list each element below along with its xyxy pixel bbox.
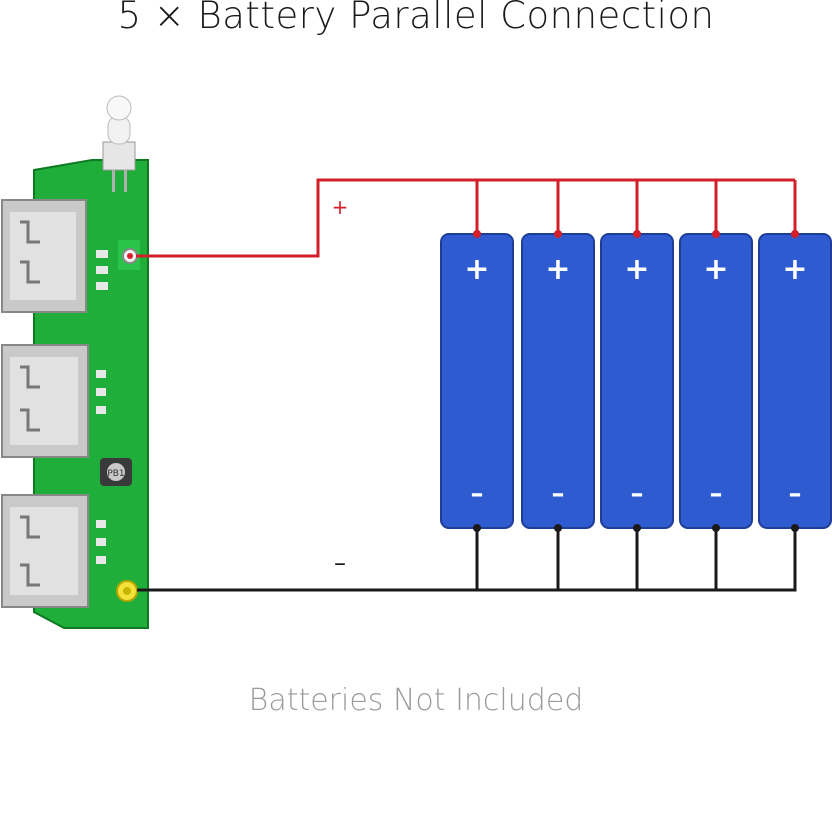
battery-plus-symbol: + xyxy=(624,252,649,287)
negative-terminal xyxy=(554,524,562,532)
inductor-component: PB1 xyxy=(100,458,132,486)
battery-cell: +– xyxy=(600,230,674,532)
usb-port-3 xyxy=(1,494,89,608)
battery-minus-symbol: – xyxy=(631,479,644,509)
battery-bank: +–+–+–+–+– xyxy=(440,230,832,532)
positive-terminal xyxy=(712,230,720,238)
negative-terminal xyxy=(712,524,720,532)
led-component xyxy=(102,95,136,192)
battery-minus-symbol: – xyxy=(552,479,565,509)
positive-wire-label: + xyxy=(332,195,349,219)
charger-board: PB1 xyxy=(1,95,149,629)
page-title: 5 × Battery Parallel Connection xyxy=(117,0,715,37)
battery-minus-symbol: – xyxy=(710,479,723,509)
negative-terminal xyxy=(633,524,641,532)
battery-plus-symbol: + xyxy=(782,252,807,287)
battery-minus-symbol: – xyxy=(471,479,484,509)
positive-terminal xyxy=(633,230,641,238)
negative-terminal xyxy=(473,524,481,532)
negative-wire-label: – xyxy=(334,549,346,577)
chip-label: PB1 xyxy=(107,469,124,479)
battery-plus-symbol: + xyxy=(464,252,489,287)
battery-cell: +– xyxy=(679,230,753,532)
usb-port-1 xyxy=(1,199,87,313)
positive-terminal xyxy=(473,230,481,238)
battery-minus-symbol: – xyxy=(789,479,802,509)
battery-cell: +– xyxy=(758,230,832,532)
wiring xyxy=(136,178,797,592)
battery-plus-symbol: + xyxy=(545,252,570,287)
negative-terminal xyxy=(791,524,799,532)
positive-terminal xyxy=(554,230,562,238)
battery-cell: +– xyxy=(521,230,595,532)
negative-bus-wire xyxy=(137,530,797,592)
battery-cell: +– xyxy=(440,230,514,532)
disclaimer-text: Batteries Not Included xyxy=(248,683,584,718)
usb-port-2 xyxy=(1,344,89,458)
positive-terminal xyxy=(791,230,799,238)
battery-plus-symbol: + xyxy=(703,252,728,287)
